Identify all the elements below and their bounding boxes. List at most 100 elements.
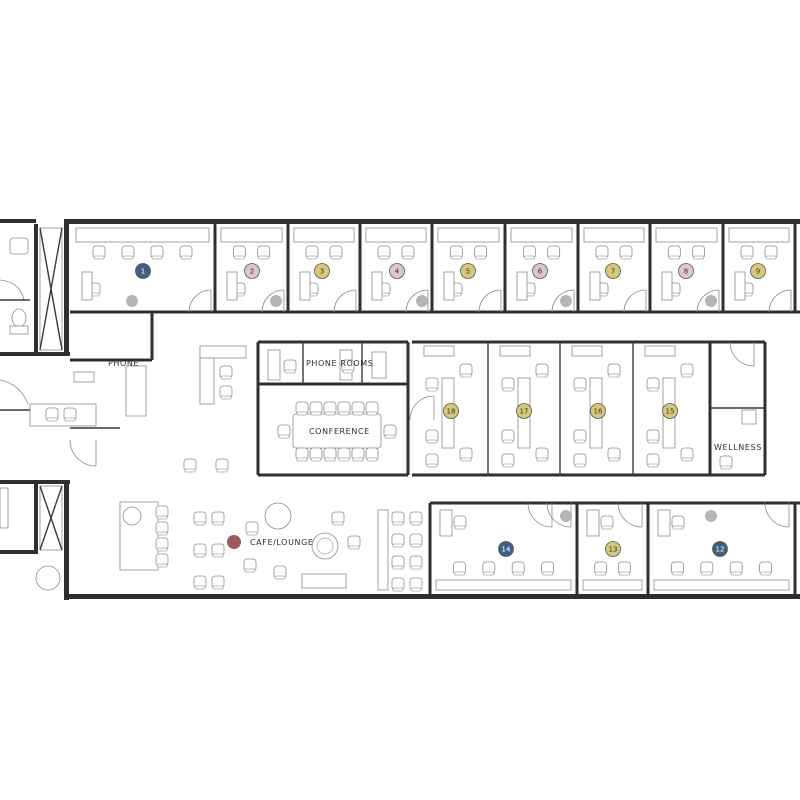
conference-chair	[365, 447, 379, 462]
desk	[199, 345, 247, 359]
office-badge: 4	[389, 263, 405, 279]
conference-chair	[295, 447, 309, 462]
desk	[653, 579, 790, 591]
office-chair	[729, 561, 743, 576]
conference-chair	[337, 401, 351, 416]
office-badge: 18	[443, 403, 459, 419]
task-chair	[607, 447, 621, 462]
exterior-walls	[0, 219, 800, 600]
counter-seat	[391, 555, 405, 570]
counter-seat	[391, 533, 405, 548]
office-chair	[740, 245, 754, 260]
office-badge: 16	[590, 403, 606, 419]
bar-stool	[155, 505, 169, 520]
office-chair	[377, 245, 391, 260]
office-chair	[595, 245, 609, 260]
office-chair	[522, 245, 536, 260]
desk	[423, 345, 455, 357]
office-chair	[150, 245, 164, 260]
wellness-chair	[719, 455, 733, 470]
label-phone-rooms: PHONE ROOMS	[306, 359, 373, 368]
lounge-seat	[193, 543, 207, 558]
office-badge: 3	[314, 263, 330, 279]
desk	[81, 271, 93, 301]
counter-seat	[409, 511, 423, 526]
counter-stool	[45, 407, 59, 422]
office-chair	[452, 561, 466, 576]
round-table	[122, 506, 142, 526]
task-chair	[425, 453, 439, 468]
stool	[219, 365, 233, 380]
desk	[499, 345, 531, 357]
office-number: 17	[520, 408, 529, 416]
label-phone: PHONE	[108, 359, 139, 368]
office-badge: 5	[460, 263, 476, 279]
office-badge: 6	[532, 263, 548, 279]
office-badge: 8	[678, 263, 694, 279]
conference-chair	[295, 401, 309, 416]
phone-chair	[283, 359, 297, 374]
conference-table	[292, 413, 382, 449]
office-badge: 2	[244, 263, 260, 279]
lounge-seat	[193, 575, 207, 590]
office-number: 5	[466, 268, 470, 276]
lounge-chair	[245, 521, 259, 536]
lounge-seat	[193, 511, 207, 526]
office-badge: 17	[516, 403, 532, 419]
office-chair	[759, 561, 772, 576]
door-swing	[617, 502, 643, 528]
office-chair	[692, 245, 706, 260]
task-chair	[535, 447, 549, 462]
desk	[293, 227, 355, 243]
desk	[299, 271, 311, 301]
door-swing	[729, 341, 755, 367]
desk	[377, 509, 389, 591]
office-chair	[667, 245, 681, 260]
desk	[583, 227, 645, 243]
task-chair	[459, 447, 473, 462]
office-chair	[329, 245, 343, 260]
counter-stool	[63, 407, 77, 422]
door-swing	[764, 502, 790, 528]
task-chair	[646, 429, 660, 444]
label-conference: CONFERENCE	[309, 427, 370, 436]
task-chair	[573, 429, 587, 444]
office-number: 13	[609, 546, 618, 554]
lounge-chair	[273, 565, 287, 580]
desk	[582, 579, 643, 591]
office-chair	[121, 245, 135, 260]
room-labels: PHONE PHONE ROOMS CONFERENCE WELLNESS CA…	[108, 359, 762, 547]
office-number: 14	[502, 546, 511, 554]
task-chair	[680, 363, 694, 378]
lounge-chair	[215, 458, 229, 473]
desk	[439, 509, 453, 537]
task-chair	[646, 377, 660, 392]
desk	[435, 579, 572, 591]
task-chair	[680, 447, 694, 462]
office-chair	[619, 245, 633, 260]
counter-seat	[391, 511, 405, 526]
desk	[29, 403, 97, 427]
desk	[443, 271, 455, 301]
guest-chair	[600, 515, 614, 530]
task-chair	[501, 453, 515, 468]
task-chair	[646, 453, 660, 468]
desk	[220, 227, 283, 243]
task-chair	[607, 363, 621, 378]
cafe-marker	[227, 535, 241, 549]
door-swing	[478, 289, 502, 313]
lounge-seat	[211, 543, 225, 558]
office-chair	[401, 245, 415, 260]
desk	[73, 371, 95, 383]
office-badge: 9	[750, 263, 766, 279]
desk	[589, 271, 601, 301]
desk	[267, 349, 281, 381]
lounge-seat	[211, 511, 225, 526]
door-swing	[696, 289, 720, 313]
desk	[301, 573, 347, 589]
door-swing	[261, 289, 285, 313]
label-wellness: WELLNESS	[714, 443, 762, 452]
door-swing	[188, 289, 212, 313]
office-chair	[449, 245, 463, 260]
office-number: 16	[594, 408, 603, 416]
